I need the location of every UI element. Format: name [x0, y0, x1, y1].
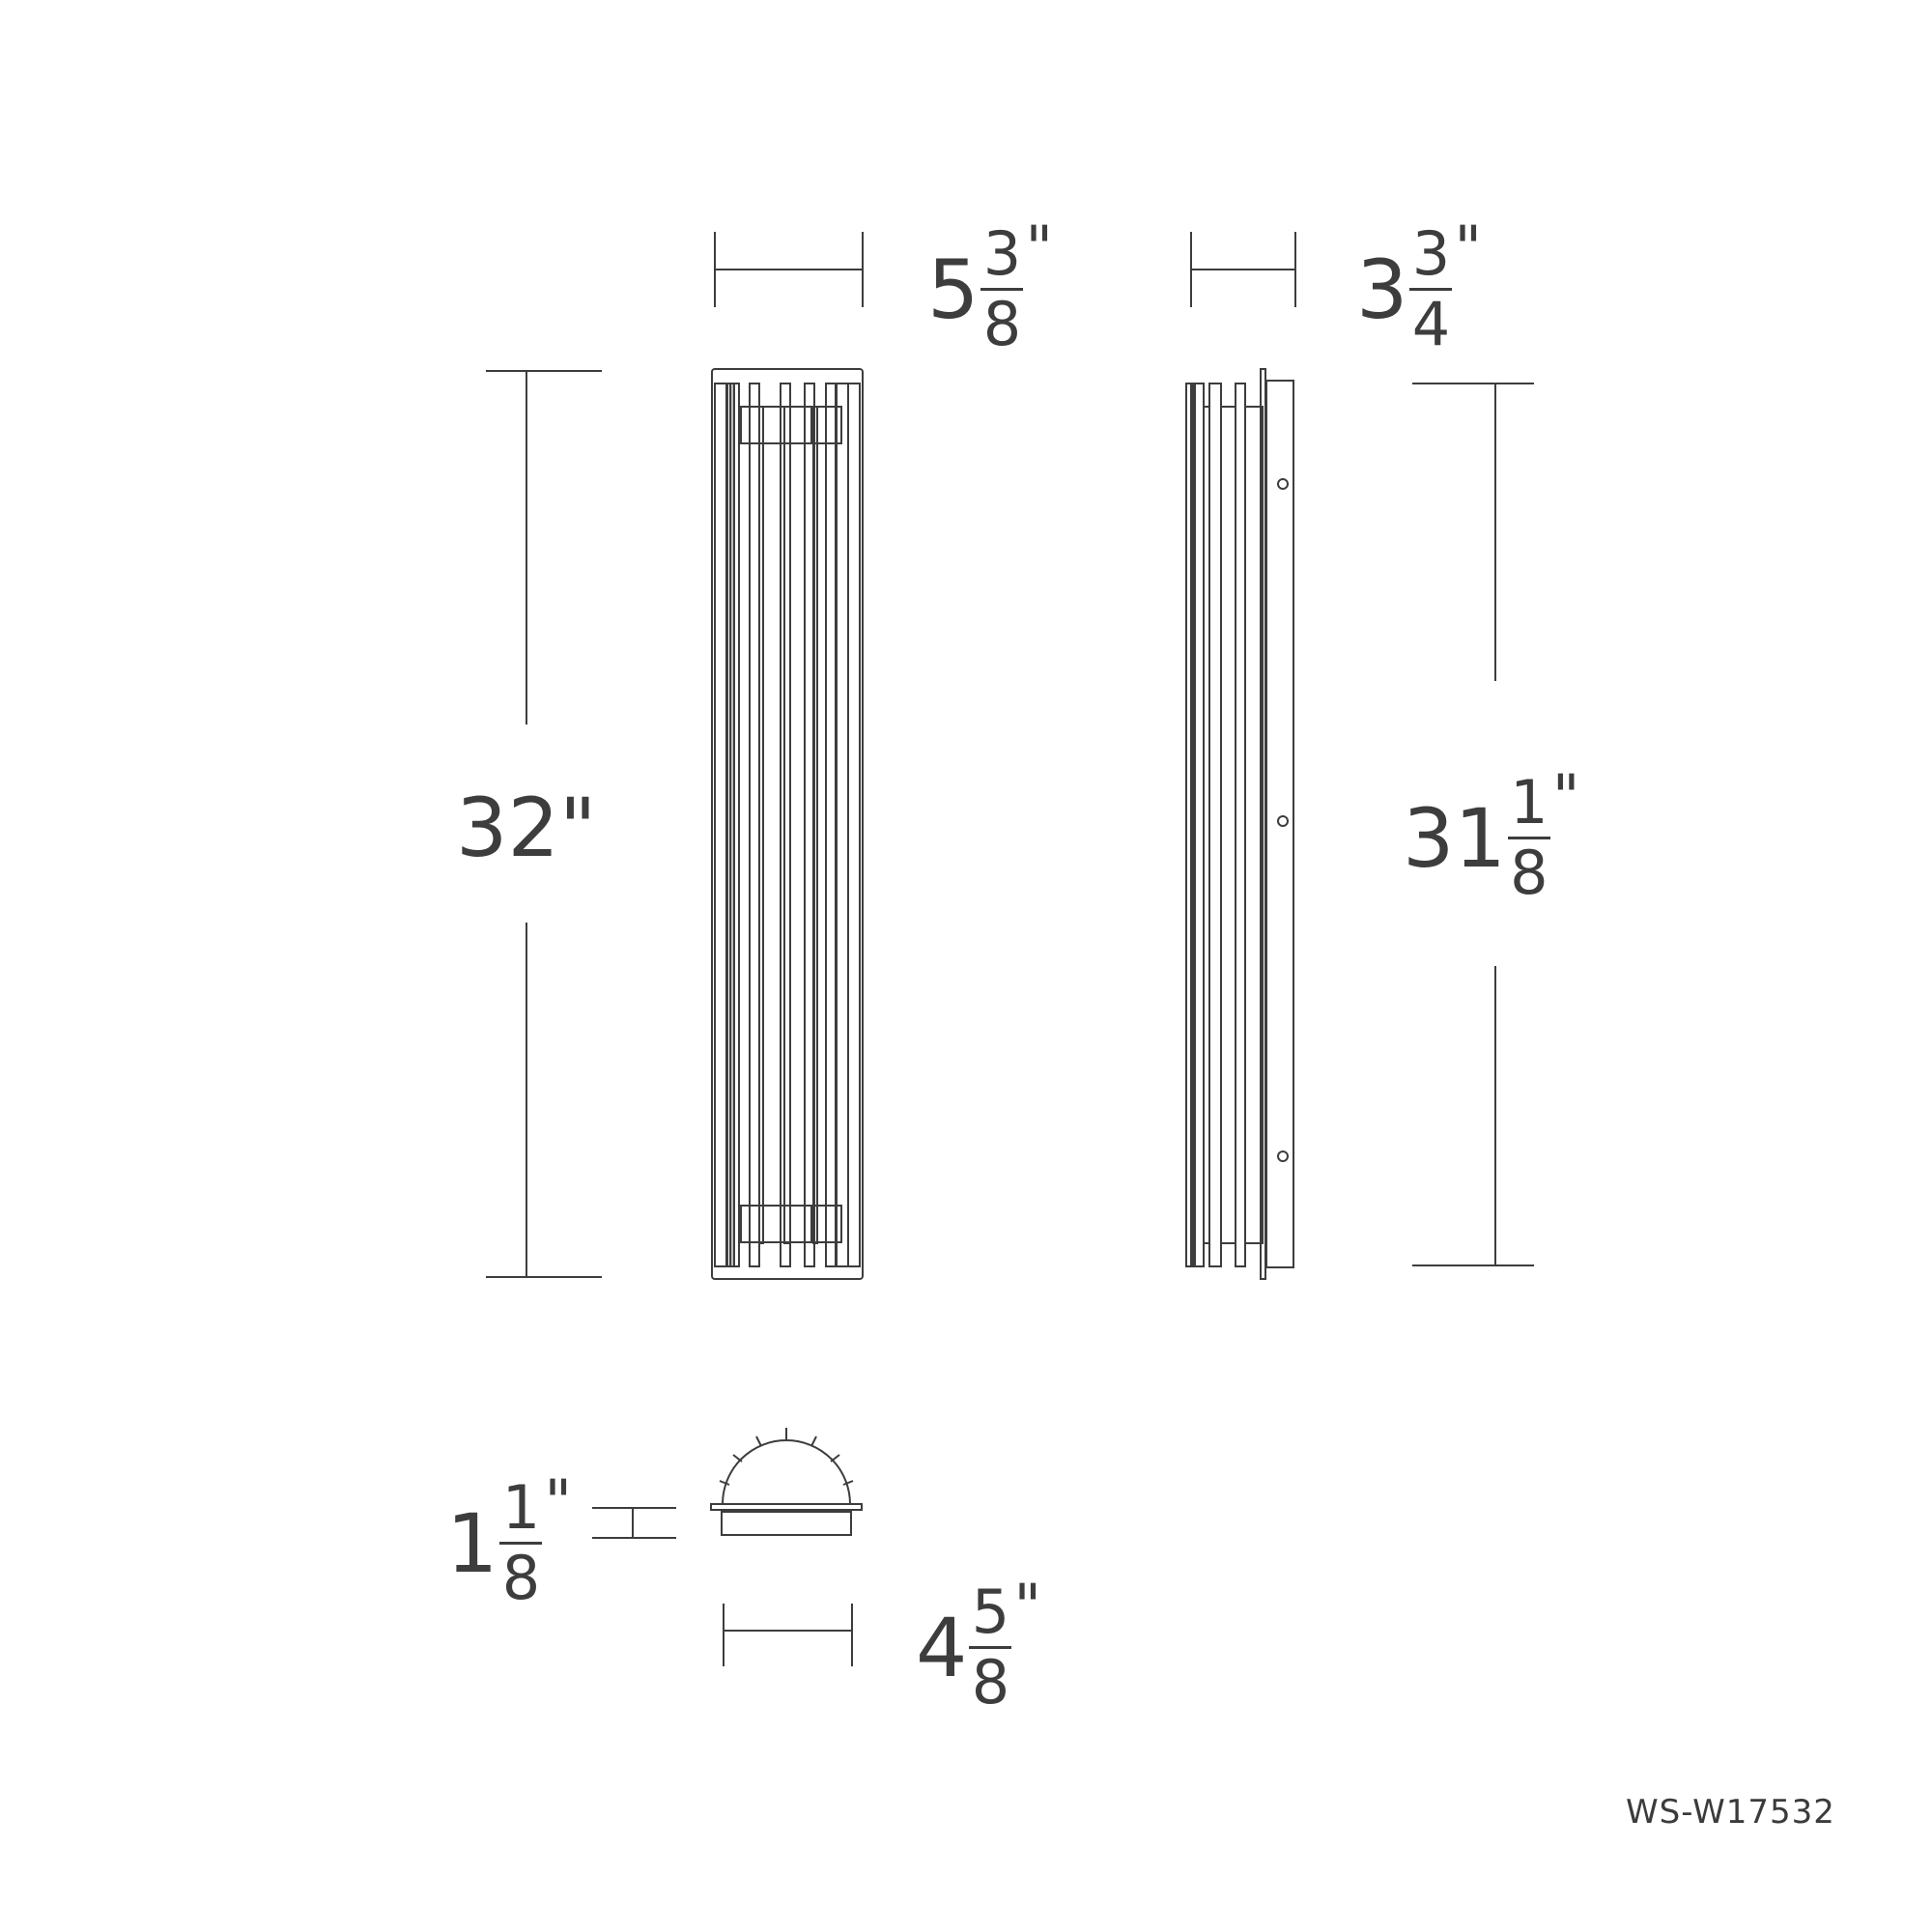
- inch-mark: ": [1454, 213, 1482, 283]
- fraction-bar: [969, 1646, 1012, 1649]
- top-width-dimension-line: [723, 1604, 853, 1666]
- side-depth-dimension-line: [1190, 232, 1296, 307]
- denominator: 8: [501, 1543, 541, 1613]
- denominator: 8: [982, 289, 1022, 359]
- inch-mark: ": [1013, 1571, 1041, 1641]
- numerator: 5: [971, 1577, 1010, 1647]
- model-number: WS-W17532: [1626, 1793, 1835, 1832]
- denominator: 4: [1411, 289, 1451, 359]
- whole-number: 1: [446, 1495, 498, 1591]
- denominator: 8: [971, 1647, 1010, 1718]
- side-height-dimension-line: [1412, 383, 1534, 1266]
- denominator: 8: [1510, 838, 1548, 908]
- whole-number: 3: [1356, 242, 1408, 337]
- inch-mark: ": [1025, 213, 1053, 283]
- numerator: 3: [982, 218, 1022, 289]
- fraction-bar: [1409, 288, 1453, 291]
- front-width-dimension-line: [714, 232, 864, 307]
- whole-number: 4: [916, 1600, 968, 1695]
- numerator: 1: [501, 1472, 541, 1543]
- inch-mark: ": [1551, 761, 1580, 832]
- numerator: 3: [1411, 218, 1451, 289]
- top-view-fixture: [710, 1428, 863, 1536]
- top-height-dimension-line: [592, 1507, 676, 1539]
- inch-mark: ": [544, 1466, 572, 1537]
- front-view-fixture: [711, 368, 864, 1280]
- numerator: 1: [1510, 767, 1548, 838]
- fraction-bar: [499, 1542, 543, 1545]
- whole-number: 5: [927, 242, 980, 337]
- side-view-fixture: [1185, 368, 1294, 1280]
- fraction-bar: [980, 288, 1024, 291]
- fraction-bar: [1507, 837, 1550, 839]
- whole-number: 31: [1403, 790, 1506, 886]
- front-height-dimension-line: [486, 370, 602, 1278]
- front-height-label: 32": [456, 781, 597, 875]
